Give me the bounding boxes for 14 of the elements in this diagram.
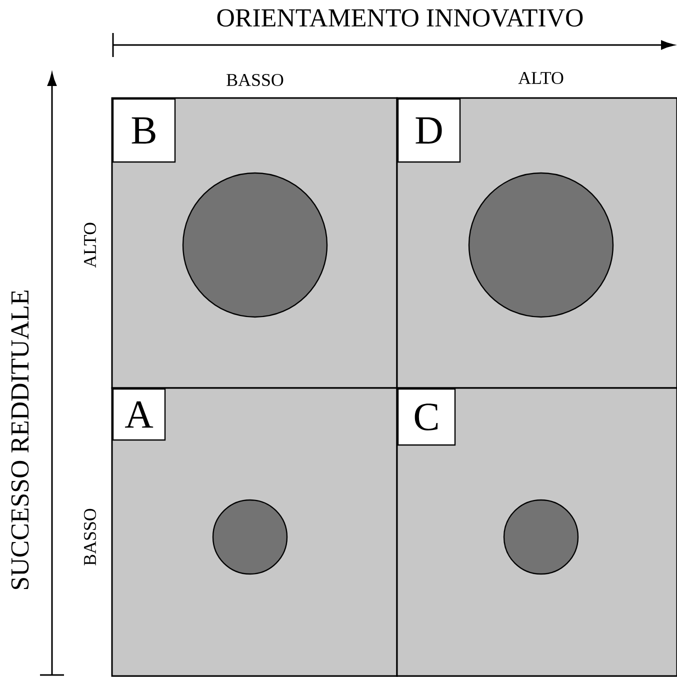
letter-box: C xyxy=(397,388,456,446)
axis-label: ALTO xyxy=(518,72,564,84)
axis-title: SUCCESSO REDDITUALE xyxy=(11,290,29,590)
axis-label: ALTO xyxy=(84,222,96,268)
axis-label: BASSO xyxy=(226,74,284,86)
bubble xyxy=(468,172,614,318)
axis-title: ORIENTAMENTO INNOVATIVO xyxy=(217,9,583,27)
bubble xyxy=(182,172,328,318)
letter-box: B xyxy=(112,98,176,163)
bubble xyxy=(212,499,288,575)
letter-box: D xyxy=(397,98,461,163)
letter-box: A xyxy=(112,388,166,441)
axis-label: BASSO xyxy=(84,508,96,566)
bubble xyxy=(503,499,579,575)
